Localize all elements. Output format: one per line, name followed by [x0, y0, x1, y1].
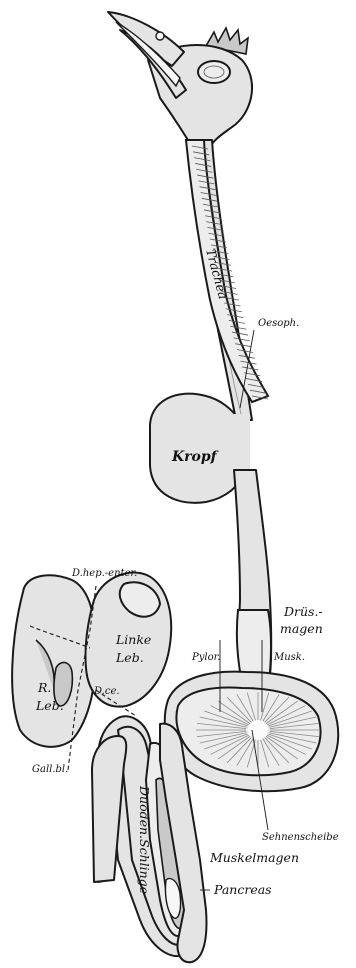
liver	[12, 573, 171, 747]
label-dce: D.ce.	[93, 686, 120, 697]
label-kropf: Kropf	[171, 449, 220, 465]
label-drues-1: Drüs.-	[283, 604, 323, 619]
label-pylor: Pylor.	[191, 652, 220, 663]
druesenmagen	[234, 470, 271, 690]
label-sehnenscheibe: Sehnenscheibe	[262, 832, 339, 843]
muskelmagen	[165, 672, 338, 792]
label-r-leb-1: R.	[37, 680, 51, 695]
label-muskelmagen: Muskelmagen	[209, 850, 299, 865]
label-d-hep-enter: D.hep.-enter.	[71, 568, 137, 579]
label-drues-2: magen	[280, 621, 323, 636]
label-oesophagus: Oesoph.	[258, 318, 299, 329]
label-musk: Musk.	[273, 652, 305, 663]
bird-head	[108, 12, 252, 150]
label-linke-leb-2: Leb.	[115, 650, 144, 665]
label-r-leb-2: Leb.	[35, 698, 64, 713]
label-pancreas: Pancreas	[213, 882, 272, 897]
label-gall-bl: Gall.bl.	[32, 764, 68, 775]
label-linke-leb-1: Linke	[115, 632, 151, 647]
label-duoden-schlinge: Duoden.Schlinge	[137, 785, 152, 894]
